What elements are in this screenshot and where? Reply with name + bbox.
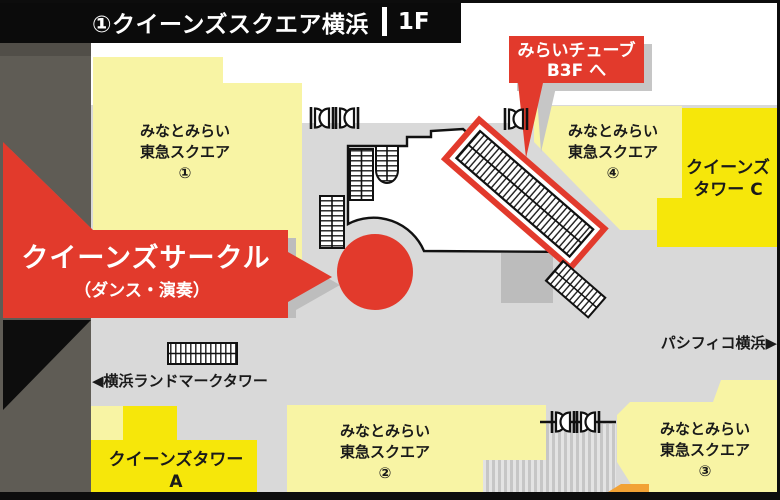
callout-tail (518, 83, 543, 158)
area-tokyu-square-2 (287, 405, 546, 492)
callout-tail-shadow (536, 83, 557, 152)
queens-circle-spot (337, 234, 413, 310)
orange-wedge (608, 484, 649, 492)
area-tokyu-square-3 (617, 380, 777, 492)
floor-indicator: 1F (397, 8, 430, 35)
spiral-stairs-icon (375, 145, 399, 184)
area-queens-tower-c (657, 108, 777, 247)
stairs-icon (544, 259, 607, 319)
escalator-icon (167, 342, 238, 365)
left-dark-band-top (0, 43, 91, 56)
entrance-corridor (302, 104, 533, 123)
border-bottom (0, 492, 780, 500)
banner-dark-shadow (3, 320, 91, 410)
queens-circle-banner (3, 142, 332, 318)
area-pale-step (91, 406, 123, 440)
callout-bubble (509, 36, 644, 83)
title-bar: ①クイーンズスクエア横浜 1F (0, 0, 461, 43)
stairs-icon (349, 148, 374, 201)
border-top (0, 0, 780, 3)
area-tokyu-square-4 (534, 106, 682, 230)
walkway-stripes-2 (483, 460, 546, 492)
area-queens-tower-a (91, 406, 257, 492)
mirai-tube-escalator-icon (440, 115, 609, 273)
walkway-stripes-1 (546, 424, 616, 492)
stairs-icon (319, 195, 345, 249)
title-separator (381, 7, 387, 36)
gray-block (501, 253, 553, 303)
page-title: ①クイーンズスクエア横浜 (92, 11, 369, 38)
border-right (777, 0, 780, 500)
